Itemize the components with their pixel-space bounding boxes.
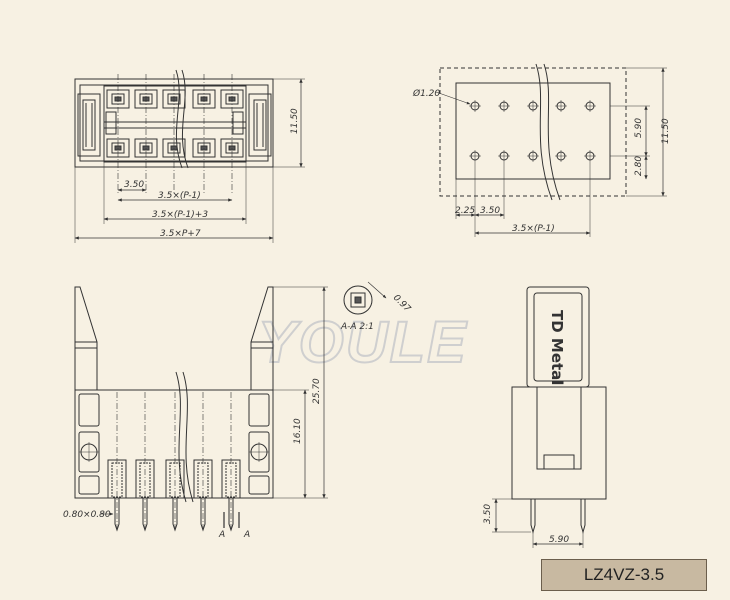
logo-text: TD Metal [548, 310, 566, 385]
part-number: LZ4VZ-3.5 [583, 565, 665, 584]
pins [114, 498, 234, 532]
dim-pcb-pitch: 3.50 [480, 206, 500, 216]
upper-holes [469, 100, 596, 112]
dim-span-p1: 3.5×(P-1) [158, 191, 201, 201]
dim-front-height: 25.70 [312, 378, 322, 404]
section-a-left: A [218, 530, 225, 540]
front-view [74, 286, 328, 532]
dim-edge: 2.80 [634, 156, 644, 176]
dim-pcb-span: 3.5×(P-1) [512, 224, 555, 234]
dim-pin-section: 0.80×0.80 [63, 510, 111, 520]
dim-hole-dia: Ø1.20 [412, 88, 440, 99]
watermark-text: YOULE [258, 310, 468, 375]
section-a-right: A [243, 530, 250, 540]
dim-front-body: 16.10 [293, 418, 303, 444]
dim-top-height: 11.50 [290, 108, 300, 134]
pcb-layout [435, 63, 667, 237]
detail-a-a [343, 281, 387, 315]
dim-pitch: 3.50 [124, 180, 144, 190]
dim-span-p1-3: 3.5×(P-1)+3 [152, 210, 208, 220]
side-view [492, 286, 607, 548]
part-number-box: LZ4VZ-3.5 [541, 559, 707, 591]
lower-contacts [106, 138, 244, 158]
upper-contacts [106, 89, 244, 109]
dim-pin-length: 3.50 [483, 504, 493, 524]
lower-holes [469, 150, 596, 162]
detail-label: A-A 2:1 [340, 322, 374, 332]
dim-row-spacing: 5.90 [634, 118, 644, 138]
pin-slots [107, 459, 241, 499]
top-view [74, 69, 305, 243]
dim-side-width: 5.90 [549, 535, 569, 545]
dim-overall: 3.5×P+7 [160, 229, 201, 239]
dim-offset: 2.25 [455, 206, 475, 216]
dim-pcb-height: 11.50 [661, 118, 671, 144]
